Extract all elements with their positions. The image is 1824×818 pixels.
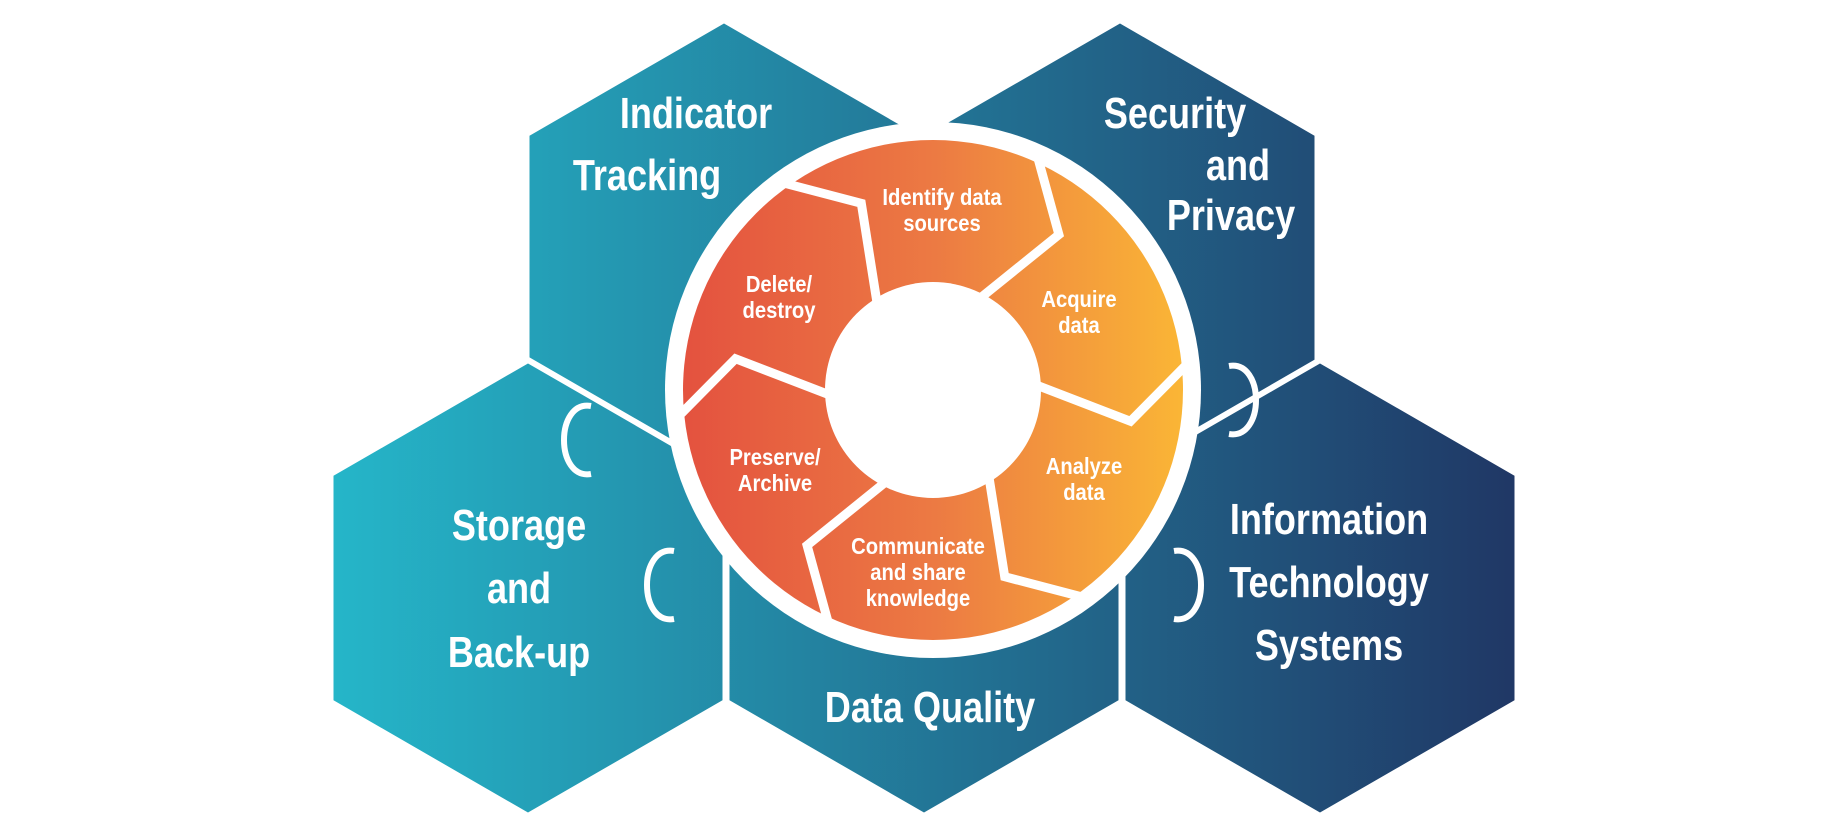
cycle-label-preserve-archive: Preserve/ [729,444,820,471]
pillar-label-data-quality: Data Quality [825,683,1036,732]
segment-divider [669,353,841,426]
lifecycle-wheel: Identify datasourcesAcquiredataAnalyzeda… [665,122,1201,658]
pillar-label-security-and-privacy: Security [1104,89,1247,138]
puzzle-knob [1173,547,1204,623]
segment-divider [1025,354,1197,427]
pillar-labels: IndicatorTrackingSecurityandPrivacyStora… [448,89,1430,732]
segment-divider [970,147,1065,308]
cycle-label-acquire-data: data [1058,312,1100,339]
pillar-label-storage-and-backup: Storage [452,501,586,550]
puzzle-knob [644,547,675,623]
segment-divider [801,472,896,633]
wheel-center-hole [825,282,1041,498]
cycle-label-identify-data-sources: sources [903,210,981,237]
cycle-label-analyze-data: data [1063,479,1105,506]
cycle-labels: Identify datasourcesAcquiredataAnalyzeda… [729,184,1122,612]
puzzle-connectors [561,362,1259,623]
puzzle-knob [561,402,592,478]
cycle-label-analyze-data: Analyze [1046,453,1122,480]
cycle-label-communicate-and-share: and share [870,559,966,586]
pillar-label-indicator-tracking: Indicator [620,89,773,138]
pillar-label-storage-and-backup: Back-up [448,628,590,677]
pillar-label-security-and-privacy: and [1206,141,1270,190]
cycle-label-communicate-and-share: knowledge [866,585,971,612]
cycle-label-delete-destroy: Delete/ [746,271,812,298]
segment-dividers [669,147,1197,633]
pillar-label-information-technology-systems: Technology [1229,558,1429,607]
cycle-label-acquire-data: Acquire [1041,286,1116,313]
cycle-label-delete-destroy: destroy [742,297,815,324]
puzzle-knob [1228,362,1259,438]
segment-divider [774,176,883,313]
pillar-label-security-and-privacy: Privacy [1167,191,1296,240]
cycle-label-identify-data-sources: Identify data [882,184,1002,211]
pillar-label-information-technology-systems: Information [1230,495,1428,544]
pillar-label-storage-and-backup: and [487,564,551,613]
pillar-label-information-technology-systems: Systems [1255,621,1403,670]
pillar-label-indicator-tracking: Tracking [573,151,721,200]
cycle-label-communicate-and-share: Communicate [851,533,985,560]
segment-divider [983,467,1092,604]
cycle-label-preserve-archive: Archive [738,470,812,497]
